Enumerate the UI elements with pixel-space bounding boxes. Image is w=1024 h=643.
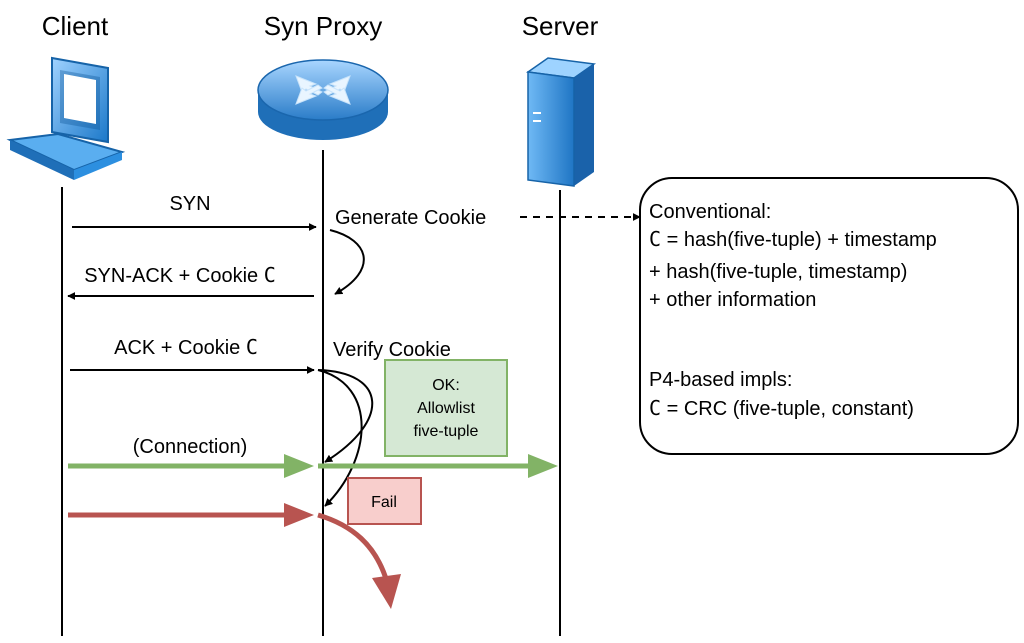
ok-line3: five-tuple <box>414 423 479 440</box>
server-title: Server <box>522 11 599 41</box>
p4-line1-text: = CRC (five-tuple, constant) <box>667 398 914 420</box>
fail-arrow-client <box>68 503 314 527</box>
drop-arrow <box>317 512 401 609</box>
generate-cookie-curve <box>329 229 365 295</box>
verify-cookie-label: Verify Cookie <box>333 339 451 361</box>
p4-title: P4-based impls: <box>649 369 792 391</box>
fail-box: Fail <box>347 477 422 525</box>
conv-cookie-var: C <box>649 227 661 251</box>
server-icon <box>525 57 597 187</box>
connection-arrow-server <box>318 454 558 478</box>
connection-arrow-client <box>68 454 314 478</box>
ack-cookie-var: C <box>246 335 258 359</box>
ok-box: OK: Allowlist five-tuple <box>384 359 508 457</box>
syn-label: SYN <box>169 193 210 215</box>
ok-line1: OK: <box>432 377 460 394</box>
proxy-title: Syn Proxy <box>264 11 383 41</box>
fail-label: Fail <box>371 494 397 511</box>
verify-ok-curve <box>317 369 374 463</box>
generate-cookie-label: Generate Cookie <box>335 207 486 229</box>
conv-line1-text: = hash(five-tuple) + timestamp <box>667 229 937 251</box>
ack-text: ACK + Cookie <box>114 337 240 359</box>
conv-line1: C = hash(five-tuple) + timestamp <box>649 227 937 251</box>
conv-title: Conventional: <box>649 201 771 223</box>
conv-line3: + other information <box>649 289 816 311</box>
p4-line1: C = CRC (five-tuple, constant) <box>649 396 914 420</box>
client-title: Client <box>42 11 109 41</box>
ack-label: ACK + Cookie C <box>114 335 258 359</box>
p4-cookie-var: C <box>649 396 661 420</box>
verify-fail-curve <box>317 369 363 507</box>
ok-line2: Allowlist <box>417 400 475 417</box>
synack-cookie-var: C <box>264 263 276 287</box>
conv-line2: + hash(five-tuple, timestamp) <box>649 261 907 283</box>
router-icon <box>257 59 389 140</box>
cookie-info-box: Conventional: C = hash(five-tuple) + tim… <box>639 177 1019 455</box>
connection-label: (Connection) <box>133 436 248 458</box>
synack-text: SYN-ACK + Cookie <box>84 265 258 287</box>
laptop-icon <box>6 56 126 180</box>
synack-label: SYN-ACK + Cookie C <box>84 263 276 287</box>
